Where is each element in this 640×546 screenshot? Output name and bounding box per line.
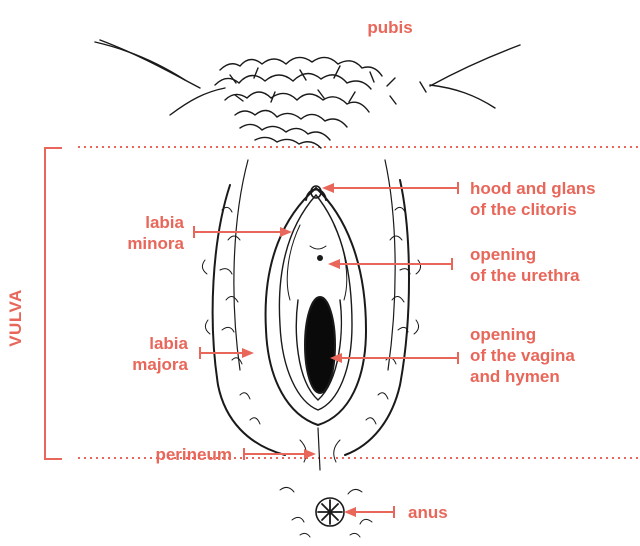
urethral-opening: [317, 255, 323, 261]
vaginal-opening: [305, 297, 335, 393]
label-labia-minora-line1: labia: [88, 212, 184, 233]
vulva-bracket: [45, 148, 62, 459]
label-labia-majora-line1: labia: [92, 333, 188, 354]
label-hood-line2: of the clitoris: [470, 199, 596, 220]
label-urethra-line1: opening: [470, 244, 580, 265]
pointer-anus: [344, 506, 394, 518]
pointer-vagina: [330, 352, 458, 364]
label-perineum: perineum: [110, 444, 232, 465]
label-labia-minora: labia minora: [88, 212, 184, 254]
vulva-label: VULVA: [6, 288, 26, 348]
label-hood-glans-clitoris: hood and glans of the clitoris: [470, 178, 596, 220]
label-urethra-line2: of the urethra: [470, 265, 580, 286]
labia-majora-left-outline: [213, 185, 285, 455]
label-labia-minora-line2: minora: [88, 233, 184, 254]
pointer-labia-majora: [200, 347, 254, 359]
label-labia-majora-line2: majora: [92, 354, 188, 375]
pointer-perineum: [244, 448, 316, 460]
label-hood-line1: hood and glans: [470, 178, 596, 199]
pubic-hair: [95, 40, 520, 148]
label-labia-majora: labia majora: [92, 333, 188, 375]
perineum-line: [318, 428, 320, 470]
label-vagina-line3: and hymen: [470, 366, 575, 387]
pointer-labia-minora: [194, 226, 292, 238]
label-vagina-line1: opening: [470, 324, 575, 345]
label-vagina-line2: of the vagina: [470, 345, 575, 366]
labia-majora-right-outline: [345, 180, 409, 455]
label-anus: anus: [408, 502, 448, 523]
label-pubis: pubis: [350, 17, 430, 38]
label-urethra-opening: opening of the urethra: [470, 244, 580, 286]
label-vaginal-opening: opening of the vagina and hymen: [470, 324, 575, 387]
